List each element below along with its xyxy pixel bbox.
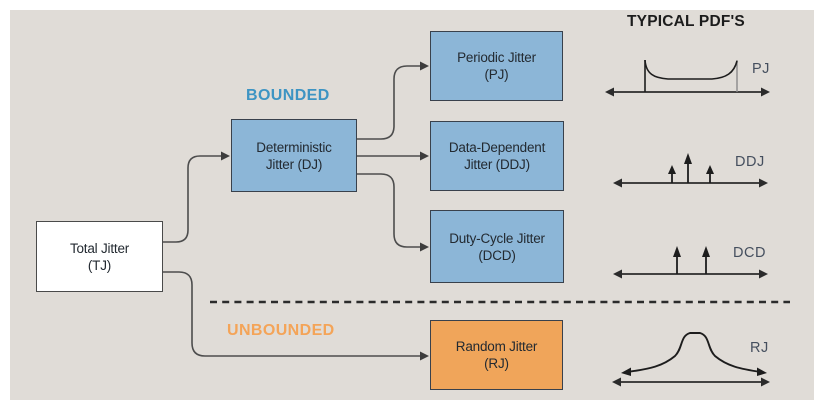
node-random-jitter: Random Jitter (RJ) <box>430 320 563 390</box>
bounded-group-label: BOUNDED <box>246 87 330 104</box>
pj-pdf-label: PJ <box>752 61 770 77</box>
rj-pdf-label: RJ <box>750 340 769 356</box>
node-deterministic-jitter: Deterministic Jitter (DJ) <box>231 119 357 192</box>
node-periodic-jitter-line2: (PJ) <box>484 67 509 82</box>
node-random-jitter-line1: Random Jitter <box>455 339 538 354</box>
unbounded-group-label: UNBOUNDED <box>227 322 335 339</box>
node-duty-cycle-jitter-line2: (DCD) <box>478 247 516 263</box>
diagram-panel <box>10 10 814 400</box>
node-data-dependent-jitter: Data-Dependent Jitter (DDJ) <box>430 121 564 191</box>
node-total-jitter-line2: (TJ) <box>87 257 112 273</box>
node-total-jitter: Total Jitter (TJ) <box>36 221 163 292</box>
dcd-pdf-label: DCD <box>733 245 766 261</box>
node-random-jitter-line2: (RJ) <box>484 356 509 371</box>
node-deterministic-jitter-line1: Deterministic <box>256 139 332 155</box>
node-duty-cycle-jitter-line1: Duty-Cycle Jitter <box>449 230 545 246</box>
node-data-dependent-jitter-line1: Data-Dependent <box>448 140 546 155</box>
ddj-pdf-label: DDJ <box>735 154 765 170</box>
node-total-jitter-line1: Total Jitter <box>69 240 130 256</box>
node-duty-cycle-jitter: Duty-Cycle Jitter (DCD) <box>430 210 564 283</box>
node-periodic-jitter-line1: Periodic Jitter <box>457 50 536 65</box>
node-deterministic-jitter-line2: Jitter (DJ) <box>265 156 323 172</box>
node-data-dependent-jitter-line2: Jitter (DDJ) <box>464 157 530 172</box>
node-periodic-jitter: Periodic Jitter (PJ) <box>430 31 563 101</box>
typical-pdfs-title: TYPICAL PDF'S <box>627 13 745 30</box>
